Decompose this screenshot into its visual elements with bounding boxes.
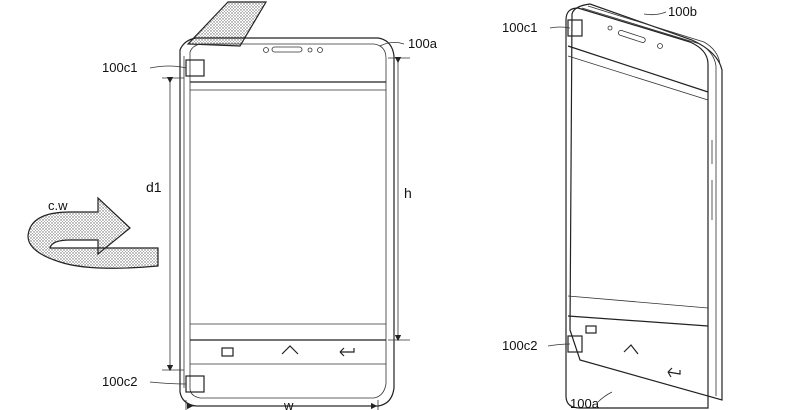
front-camera — [317, 47, 323, 53]
front-screen-top — [567, 55, 709, 101]
left-leaders: 100c1 100c2 100a — [102, 36, 438, 389]
right-front-camera — [657, 43, 663, 49]
right-top-hinge — [567, 19, 583, 37]
right-phone-assembly — [565, 3, 723, 409]
left-phone-inner-edge — [189, 43, 387, 399]
label-100a-left: 100a — [408, 36, 438, 51]
label-h: h — [404, 185, 412, 201]
label-100a-right: 100a — [570, 396, 600, 410]
left-phone-assembly — [179, 1, 395, 407]
label-100b: 100b — [668, 4, 697, 19]
right-speaker-slot — [618, 30, 646, 43]
dimension-d1: d1 — [146, 76, 184, 372]
dimension-h: h — [388, 56, 412, 342]
top-hinge-block — [185, 59, 205, 77]
right-recent-apps-icon — [585, 325, 597, 334]
label-100c1-right: 100c1 — [502, 20, 537, 35]
clockwise-arrow-shape — [27, 196, 159, 269]
front-top-bezel — [567, 45, 709, 93]
label-cw: c.w — [48, 198, 68, 213]
right-back-icon — [667, 367, 681, 378]
front-bottom-bezel — [567, 315, 709, 327]
sensor-dot-2 — [307, 47, 313, 53]
label-100c1-left: 100c1 — [102, 60, 137, 75]
front-device-outline — [565, 7, 709, 409]
bottom-hinge-block — [185, 375, 205, 393]
right-sensor-dot — [607, 25, 613, 31]
front-screen-bottom — [567, 295, 709, 309]
label-d1: d1 — [146, 179, 162, 195]
recent-apps-icon — [221, 347, 234, 357]
back-icon — [339, 347, 355, 357]
sensor-dot — [263, 47, 269, 53]
right-leaders: 100c1 100b 100c2 100a — [502, 4, 697, 410]
label-100c2-right: 100c2 — [502, 338, 537, 353]
back-device-edge — [581, 7, 717, 396]
folded-flap — [186, 1, 268, 47]
dimension-w: w — [185, 398, 379, 410]
rotation-arrow: c.w — [27, 196, 159, 269]
back-device-edge-2 — [587, 5, 721, 65]
label-100c2-left: 100c2 — [102, 374, 137, 389]
right-home-icon — [623, 344, 639, 355]
left-phone-body — [179, 37, 395, 407]
speaker-slot — [271, 46, 303, 53]
home-icon — [281, 345, 299, 355]
label-w: w — [283, 398, 294, 410]
